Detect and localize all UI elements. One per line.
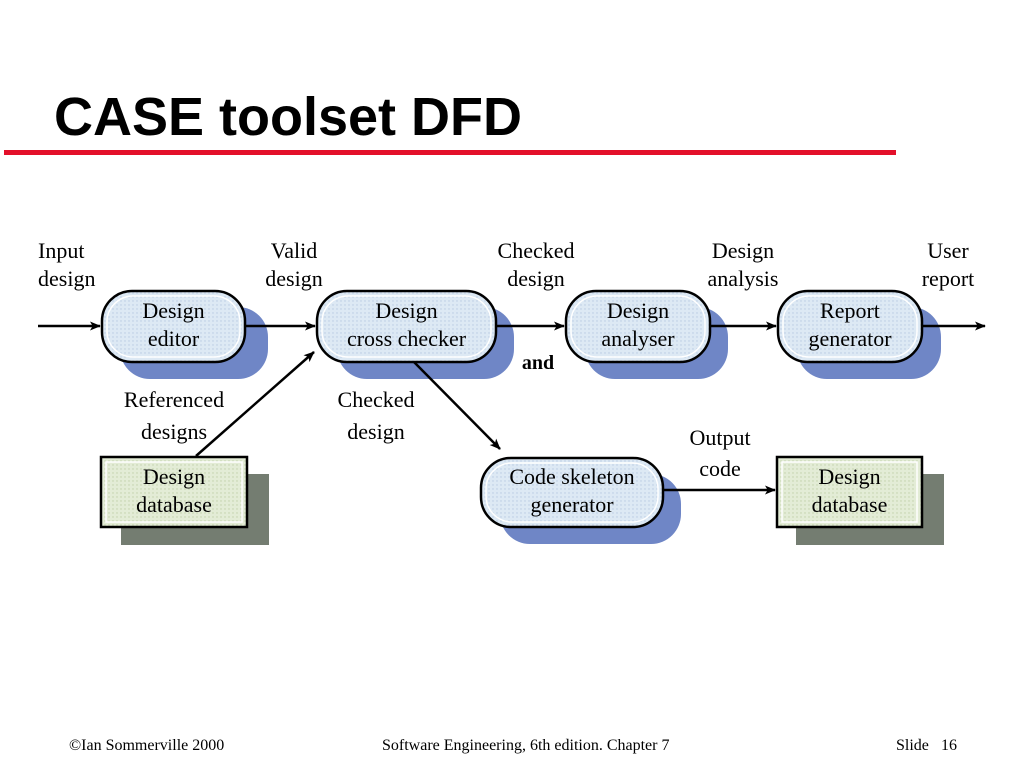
process-label-line-2: editor xyxy=(148,326,200,351)
process-label-line-1: Report xyxy=(820,298,880,323)
store-design-database-right: Design database xyxy=(775,455,944,545)
footer-book: Software Engineering, 6th edition. Chapt… xyxy=(382,737,670,754)
flow-label-checked-design-lower-1: Checked xyxy=(338,387,415,412)
store-box xyxy=(775,455,924,529)
flow-label-input-design-1: Input xyxy=(38,238,84,263)
process-design-editor: Design editor xyxy=(100,289,268,379)
process-code-skeleton-generator: Code skeleton generator xyxy=(479,456,681,544)
process-inner-border xyxy=(106,295,241,358)
process-label-line-2: generator xyxy=(808,326,892,351)
process-box xyxy=(100,289,247,364)
title-rule xyxy=(4,150,896,155)
process-box xyxy=(315,289,498,364)
store-label-line-1: Design xyxy=(818,464,880,489)
footer-copyright: ©Ian Sommerville 2000 xyxy=(69,737,225,754)
process-inner-border xyxy=(782,295,918,358)
process-inner-border xyxy=(570,295,706,358)
flow-label-valid-design-1: Valid xyxy=(271,238,317,263)
flow-arrow-referenced-designs xyxy=(195,351,315,457)
store-inner-border xyxy=(105,461,243,523)
process-design-analyser: Design analyser xyxy=(564,289,728,379)
and-label: and xyxy=(522,352,554,374)
flow-label-checked-design-lower-2: design xyxy=(347,419,404,444)
flow-label-checked-design-1: Checked xyxy=(498,238,575,263)
footer-slide-label: Slide xyxy=(896,737,929,754)
process-box xyxy=(776,289,924,364)
flow-label-valid-design-2: design xyxy=(265,266,322,291)
process-inner-border xyxy=(485,462,659,523)
store-box xyxy=(99,455,249,529)
flow-label-user-report-2: report xyxy=(922,266,975,291)
process-label-line-1: Design xyxy=(375,298,437,323)
store-label-line-1: Design xyxy=(143,464,205,489)
flow-label-user-report-1: User xyxy=(927,238,969,263)
process-box xyxy=(564,289,712,364)
process-inner-border xyxy=(321,295,492,358)
store-label-line-2: database xyxy=(136,492,212,517)
store-label-line-2: database xyxy=(812,492,888,517)
process-label-line-2: analyser xyxy=(601,326,675,351)
process-report-generator: Report generator xyxy=(776,289,941,379)
process-label-line-2: generator xyxy=(530,492,614,517)
store-inner-border xyxy=(781,461,918,523)
flow-label-referenced-designs-1: Referenced xyxy=(124,387,224,412)
flow-label-input-design-2: design xyxy=(38,266,95,291)
process-design-cross-checker: Design cross checker xyxy=(315,289,514,379)
footer-slide-number: 16 xyxy=(941,737,957,754)
flow-label-design-analysis-2: analysis xyxy=(708,266,779,291)
process-label-line-1: Code skeleton xyxy=(509,464,634,489)
flow-label-referenced-designs-2: designs xyxy=(141,419,207,444)
flow-arrow-checked-design-lower xyxy=(413,361,501,450)
flow-label-output-code-1: Output xyxy=(689,425,750,450)
flow-label-checked-design-2: design xyxy=(507,266,564,291)
store-design-database-left: Design database xyxy=(99,455,269,545)
slide-title: CASE toolset DFD xyxy=(54,87,523,147)
process-box xyxy=(479,456,665,529)
flow-label-design-analysis-1: Design xyxy=(712,238,774,263)
flow-label-output-code-2: code xyxy=(699,456,741,481)
process-label-line-1: Design xyxy=(607,298,669,323)
process-label-line-2: cross checker xyxy=(347,326,467,351)
process-label-line-1: Design xyxy=(142,298,204,323)
